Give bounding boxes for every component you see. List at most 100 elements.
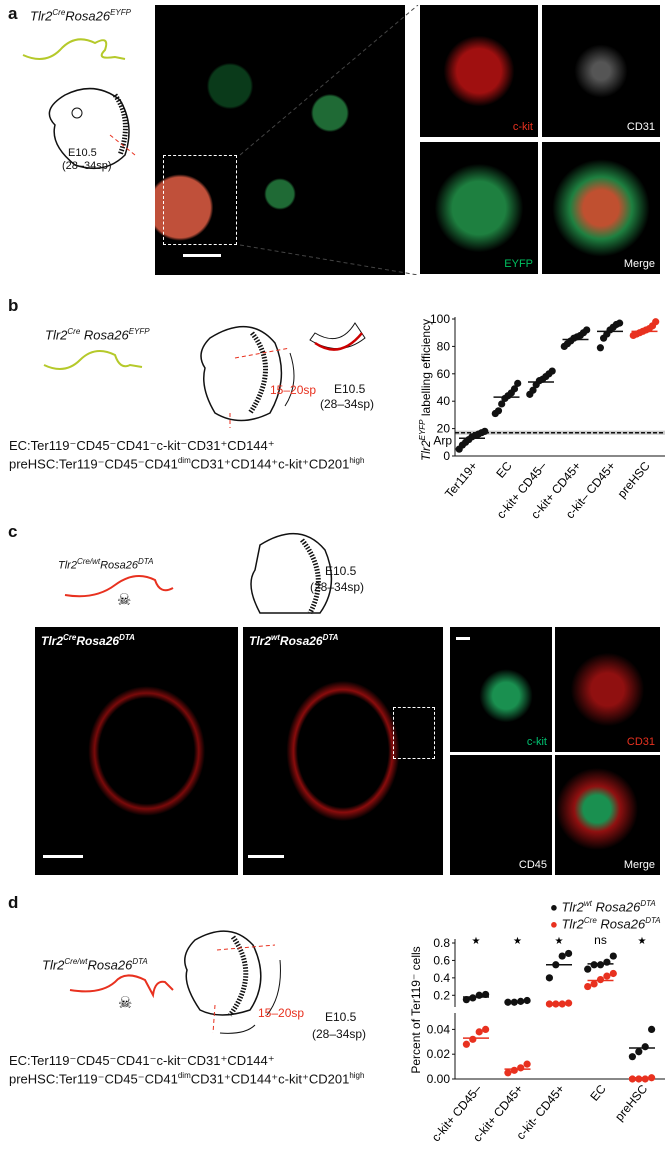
micrograph-a-cd31: CD31 xyxy=(542,5,660,137)
data-point xyxy=(584,982,592,991)
data-point xyxy=(596,344,604,352)
svg-text:☠: ☠ xyxy=(117,592,131,609)
embryo-illustration-b xyxy=(200,322,366,428)
micrograph-a-ckit: c-kit xyxy=(420,5,538,137)
panel-label-a: a xyxy=(8,4,18,23)
data-point xyxy=(523,996,531,1005)
data-point xyxy=(552,1000,560,1008)
data-point xyxy=(548,367,556,375)
stage-label-b: E10.5 xyxy=(334,382,366,396)
y-tick-label: 0.00 xyxy=(427,1072,451,1086)
inset-box xyxy=(163,155,237,245)
data-point xyxy=(462,996,470,1004)
somite-label-c: (28–34sp) xyxy=(310,580,365,594)
data-point xyxy=(510,1066,518,1074)
data-point xyxy=(469,1035,477,1043)
data-point xyxy=(475,1028,483,1036)
data-point xyxy=(609,952,617,960)
data-point xyxy=(510,998,518,1006)
y-tick-label: 40 xyxy=(437,394,451,408)
data-point xyxy=(482,1025,490,1033)
y-tick-label: 80 xyxy=(437,339,451,353)
stage-label-a: E10.5 xyxy=(68,147,97,159)
data-point xyxy=(590,961,598,969)
data-point xyxy=(494,407,503,415)
region-label-b: 15–20sp xyxy=(270,383,317,397)
y-axis-label: Percent of Ter119⁻ cells xyxy=(409,946,423,1073)
x-tick-label: Ter119+ xyxy=(442,459,480,501)
micrograph-c-ckit: c-kit xyxy=(450,627,552,752)
y-tick-label: 100 xyxy=(430,312,450,326)
panel-label-d: d xyxy=(8,893,19,912)
inset-box xyxy=(393,707,435,759)
significance-marker: ★ xyxy=(555,936,564,947)
data-point xyxy=(565,949,573,958)
data-point xyxy=(558,952,566,960)
genotype-label-c: Tlr2Cre/wtRosa26DTA xyxy=(58,557,154,572)
data-point xyxy=(469,994,477,1002)
data-point xyxy=(590,980,598,988)
micrograph-c-cd31: CD31 xyxy=(555,627,660,752)
x-tick-label: preHSC xyxy=(612,1082,650,1124)
mouse-skull-icon-c: ☠ xyxy=(64,575,174,609)
y-tick-label: 0.2 xyxy=(433,988,450,1002)
genotype-label-a: Tlr2CreRosa26EYFP xyxy=(30,8,131,24)
reference-label: Arp xyxy=(433,434,452,448)
data-point xyxy=(523,1060,531,1068)
prehsc-definition-b: preHSC:Ter119⁻CD45⁻CD41dimCD31⁺CD144⁺c-k… xyxy=(9,456,365,472)
data-point xyxy=(498,400,506,408)
micrograph-a-eyfp: EYFP xyxy=(420,142,538,274)
data-point xyxy=(504,998,512,1006)
significance-marker: ★ xyxy=(638,936,647,947)
data-point xyxy=(635,1048,643,1056)
micrograph-c-wt: Tlr2wtRosa26DTA xyxy=(243,627,443,875)
y-tick-label: 60 xyxy=(437,367,451,381)
data-point xyxy=(641,1043,649,1051)
y-tick-label: 20 xyxy=(437,422,451,436)
scale-bar xyxy=(183,254,221,257)
data-point xyxy=(481,427,489,435)
legend-item-cre: ● Tlr2Cre Rosa26DTA xyxy=(550,916,661,932)
significance-marker: ns xyxy=(594,933,607,947)
micrograph-c-cre: Tlr2CreRosa26DTA xyxy=(35,627,238,875)
prehsc-definition-d: preHSC:Ter119⁻CD45⁻CD41dimCD31⁺CD144⁺c-k… xyxy=(9,1071,365,1087)
data-point xyxy=(504,1069,512,1077)
legend-item-wt: ● Tlr2wt Rosa26DTA xyxy=(550,899,656,915)
y-axis-label: Tlr2EYFP labelling efficiency xyxy=(418,319,433,461)
ec-definition-d: EC:Ter119⁻CD45⁻CD41⁻c-kit⁻CD31⁺CD144⁺ xyxy=(9,1053,275,1068)
mouse-embryo-illustration-a xyxy=(22,38,136,170)
y-tick-label: 0.6 xyxy=(433,953,450,967)
y-tick-label: 0.4 xyxy=(433,971,450,985)
data-point xyxy=(558,1000,566,1008)
data-point xyxy=(628,1075,636,1083)
stage-label-d: E10.5 xyxy=(325,1010,357,1024)
embryo-illustration-c xyxy=(250,532,333,615)
micrograph-a-main xyxy=(155,5,405,275)
data-point xyxy=(475,991,483,999)
y-tick-label: 0.02 xyxy=(427,1047,451,1061)
data-point xyxy=(545,1000,553,1008)
data-point xyxy=(616,319,624,327)
y-tick-label: 0.8 xyxy=(433,936,450,950)
data-point xyxy=(609,969,617,978)
mouse-icon-b xyxy=(43,350,143,370)
significance-marker: ★ xyxy=(513,936,522,947)
y-tick-label: 0 xyxy=(443,449,450,463)
genotype-label-b: Tlr2Cre Rosa26EYFP xyxy=(45,327,150,343)
zoom-lines-a xyxy=(239,5,419,275)
somite-label-a: (28–34sp) xyxy=(62,160,112,172)
x-tick-label: preHSC xyxy=(615,459,653,501)
x-tick-label: EC xyxy=(493,459,515,481)
scale-bar xyxy=(43,855,83,858)
data-point xyxy=(652,318,660,326)
data-point xyxy=(628,1053,636,1061)
genotype-label-d: Tlr2Cre/wtRosa26DTA xyxy=(42,957,148,973)
data-point xyxy=(641,1075,649,1083)
data-point xyxy=(648,1025,656,1033)
region-label-d: 15–20sp xyxy=(258,1006,305,1020)
data-point xyxy=(603,972,611,980)
somite-label-d: (28–34sp) xyxy=(312,1027,367,1041)
ec-definition-b: EC:Ter119⁻CD45⁻CD41⁻c-kit⁻CD31⁺CD144⁺ xyxy=(9,438,275,453)
